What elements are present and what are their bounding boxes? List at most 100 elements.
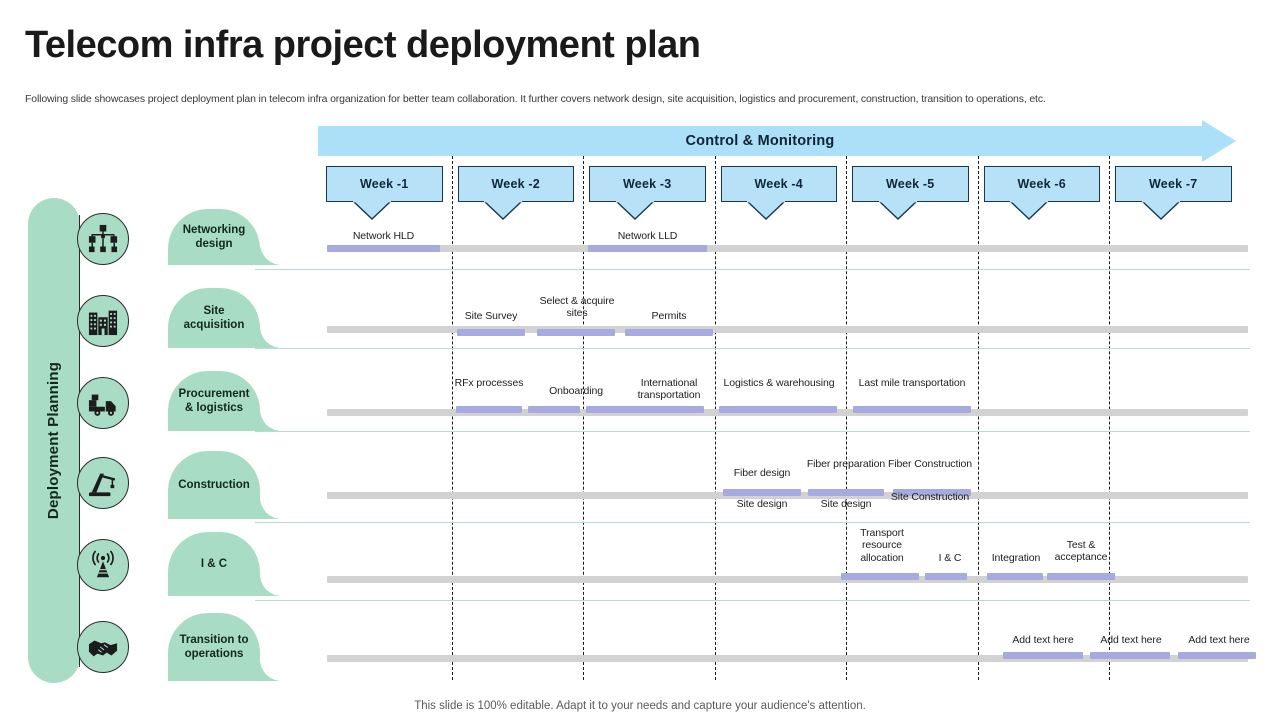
deployment-planning-rail [28,198,80,683]
gantt-bar-label: Add text here [1100,634,1162,646]
row-label-procurement-logistics[interactable]: Procurement & logistics [168,371,282,431]
gantt-bar[interactable] [588,245,707,252]
column-divider [583,156,584,680]
gantt-bar-label: Integration [991,552,1041,564]
gantt-bar[interactable] [1047,573,1115,580]
week-header-7[interactable]: Week -7 [1115,166,1232,202]
week-header-6[interactable]: Week -6 [983,166,1100,202]
gantt-bar-label: Permits [651,310,687,322]
week-header-label: Week -7 [1149,177,1198,191]
row-label-text: Construction [178,478,250,491]
week-header-label: Week -6 [1017,177,1066,191]
row-label-transition-to-operations[interactable]: Transition to operations [168,613,282,681]
week-header-label: Week -4 [754,177,803,191]
gantt-track [327,655,1248,662]
gantt-bar-label: Add text here [1012,634,1074,646]
week-header-5[interactable]: Week -5 [852,166,969,202]
week-header-label: Week -5 [886,177,935,191]
gantt-bar[interactable] [586,406,704,413]
gantt-bar-label: Test & acceptance [1054,539,1108,564]
gantt-bar[interactable] [987,573,1043,580]
row-label-text: Procurement & logistics [178,387,250,414]
rail-connector-line [79,215,80,667]
gantt-bar-label: International transportation [637,377,701,402]
row-separator [255,269,1250,270]
banner-label: Control & Monitoring [685,133,835,149]
gantt-bar-label: Add text here [1188,634,1250,646]
gantt-track [327,245,1248,252]
gantt-bar-label: Network HLD [352,230,415,242]
gantt-bar-label: Fiber Construction [888,458,972,470]
gantt-bar[interactable] [327,245,440,252]
row-label-tail [260,574,282,596]
week-header-label: Week -1 [360,177,409,191]
gantt-bar-label: Network LLD [617,230,678,242]
gantt-track [327,576,1248,583]
handshake-icon [77,621,129,673]
gantt-bar[interactable] [1003,652,1083,659]
row-separator [255,522,1250,523]
gantt-bar[interactable] [723,489,801,496]
week-header-1[interactable]: Week -1 [326,166,443,202]
column-divider [451,156,453,680]
gantt-bar-label: Site Survey [464,310,518,322]
row-label-i-c[interactable]: I & C [168,532,282,596]
delivery-truck-icon [77,377,129,429]
page-title: Telecom infra project deployment plan [25,24,701,66]
gantt-bar-label: Select & acquire sites [539,295,615,320]
gantt-bar[interactable] [853,406,971,413]
column-divider [846,156,847,680]
gantt-bar[interactable] [808,489,884,496]
week-header-label: Week -3 [623,177,672,191]
gantt-track [327,326,1248,333]
row-separator [255,431,1250,432]
gantt-bar[interactable] [925,573,967,580]
deployment-planning-label: Deployment Planning [45,361,63,520]
page-subtitle: Following slide showcases project deploy… [25,93,1046,105]
gantt-bar[interactable] [528,406,580,413]
gantt-bar[interactable] [841,573,919,580]
column-divider [714,156,716,680]
week-header-label: Week -2 [491,177,540,191]
gantt-bar-label: Logistics & warehousing [723,377,835,389]
row-label-site-acquisition[interactable]: Site acquisition [168,288,282,348]
row-label-networking-design[interactable]: Networking design [168,209,282,265]
row-label-tail [260,409,282,431]
row-label-text: Networking design [182,223,246,250]
gantt-bar-label: I & C [938,552,962,564]
row-separator [255,348,1250,349]
deployment-planning-label-wrap: Deployment Planning [28,198,80,683]
row-label-text: Site acquisition [183,304,245,331]
gantt-bar-label: Site design [736,498,788,510]
week-header-3[interactable]: Week -3 [589,166,706,202]
network-topology-icon [77,213,129,265]
row-label-text: Transition to operations [179,633,249,660]
column-divider [977,156,979,680]
row-label-tail [260,659,282,681]
column-divider [1109,156,1110,680]
gantt-bar-label: Fiber design [733,467,791,479]
gantt-bar[interactable] [457,329,525,336]
signal-tower-icon [77,539,129,591]
gantt-bar[interactable] [893,489,971,496]
gantt-bar[interactable] [719,406,837,413]
week-header-4[interactable]: Week -4 [720,166,837,202]
gantt-bar-label: RFx processes [454,377,524,389]
gantt-bar-label: Transport resource allocation [860,527,904,564]
gantt-bar[interactable] [1178,652,1256,659]
gantt-bar[interactable] [1090,652,1170,659]
row-label-tail [260,326,282,348]
gantt-bar[interactable] [456,406,522,413]
gantt-bar-label: Last mile transportation [858,377,966,389]
week-header-2[interactable]: Week -2 [457,166,574,202]
banner-shaft [318,126,1202,156]
row-label-construction[interactable]: Construction [168,451,282,519]
crane-icon [77,457,129,509]
row-label-tail [260,243,282,265]
gantt-bar[interactable] [537,329,615,336]
gantt-bar[interactable] [625,329,713,336]
row-separator [255,600,1250,601]
timeline-grid [0,156,1280,686]
row-label-tail [260,497,282,519]
control-monitoring-banner: Control & Monitoring [318,120,1236,162]
